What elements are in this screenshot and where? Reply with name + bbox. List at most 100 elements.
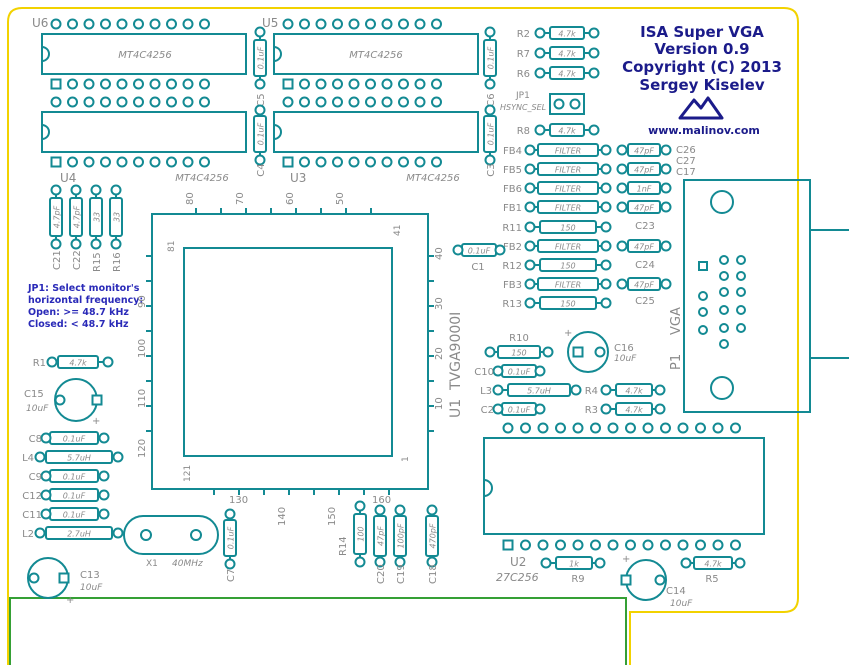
component-value: FILTER: [555, 166, 581, 175]
component-ref: C22: [72, 250, 83, 270]
round-pad: [394, 556, 406, 568]
round-pad: [719, 287, 729, 297]
square-pad: [620, 574, 632, 586]
component-body: [549, 26, 585, 40]
component-value: 100: [357, 526, 366, 541]
round-pad: [199, 156, 210, 168]
round-pad: [40, 470, 52, 482]
round-pad: [374, 556, 386, 568]
round-pad: [98, 470, 110, 482]
round-pad: [50, 238, 62, 250]
round-pad: [642, 422, 654, 434]
capacitor: 470pF: [425, 504, 439, 568]
component-body: [253, 39, 267, 77]
square-pad: [91, 394, 103, 406]
square-pad: [502, 539, 514, 551]
round-pad: [484, 26, 496, 38]
round-pad: [712, 422, 724, 434]
capacitor: 47pF: [373, 504, 387, 568]
component-ref: C13: [80, 570, 100, 581]
round-pad: [431, 156, 442, 168]
round-pad: [40, 489, 52, 501]
component-value: 47pF: [634, 166, 654, 175]
capacitor: 100pF: [393, 504, 407, 568]
round-pad: [332, 78, 343, 90]
round-pad: [182, 18, 194, 30]
component-value: 4.7pF: [53, 205, 62, 228]
round-pad: [348, 96, 360, 108]
round-pad: [100, 156, 111, 168]
round-pad: [83, 18, 95, 30]
round-pad: [524, 221, 536, 233]
round-pad: [588, 124, 600, 136]
component-value: 0.1uF: [487, 46, 496, 69]
component-ref: R10: [509, 333, 529, 344]
board-version: Version 0.9: [654, 40, 749, 58]
component-ref: C18: [428, 564, 439, 584]
round-pad: [607, 539, 619, 551]
round-pad: [365, 78, 376, 90]
round-pad: [534, 124, 546, 136]
round-pad: [116, 78, 128, 90]
component-value: 47pF: [377, 526, 386, 546]
component-value: 0.1uF: [227, 526, 236, 549]
chip-ref: U4: [60, 171, 76, 185]
round-pad: [594, 557, 606, 569]
round-pad: [600, 240, 612, 252]
component-body: [549, 46, 585, 60]
component-value: 4.7k: [625, 406, 643, 415]
round-pad: [46, 356, 58, 368]
round-pad: [492, 384, 504, 396]
round-pad: [524, 201, 536, 213]
round-pad: [736, 305, 746, 315]
round-pad: [534, 27, 546, 39]
chip-notch: [273, 46, 282, 62]
pin-label: 81: [167, 241, 177, 252]
capacitor: 1nF: [616, 181, 672, 195]
component-value: 4.7k: [558, 30, 576, 39]
component-value: 4.7k: [558, 70, 576, 79]
mountain-logo-icon: [678, 96, 724, 120]
component-ref: R5: [705, 574, 718, 585]
component-body: [539, 258, 597, 272]
pin-label: 1: [401, 456, 411, 462]
round-pad: [299, 156, 310, 168]
round-pad: [102, 356, 114, 368]
component-value: 0.1uF: [487, 122, 496, 145]
round-pad: [698, 291, 708, 301]
component-ref: C14: [666, 586, 686, 597]
capacitor: 4.7pF: [49, 184, 63, 250]
round-pad: [133, 156, 144, 168]
component-ref: C21: [52, 250, 63, 270]
round-pad: [374, 504, 386, 516]
round-pad: [736, 255, 746, 265]
crystal-ref: X1: [146, 559, 158, 569]
round-pad: [381, 156, 393, 168]
resistor: 1k: [540, 556, 606, 570]
component-body: [483, 115, 497, 153]
component-body: [627, 200, 661, 214]
dip-u4: U4 MT4C4256: [41, 111, 247, 185]
round-pad: [133, 78, 144, 90]
component-value: 47pF: [634, 147, 654, 156]
round-pad: [600, 297, 612, 309]
component-body: [537, 277, 599, 291]
component-body: [57, 355, 99, 369]
round-pad: [83, 156, 95, 168]
round-pad: [50, 96, 62, 108]
component-value: 0.1uF: [257, 122, 266, 145]
round-pad: [98, 432, 110, 444]
jumper-value: HSYNC_SEL: [500, 103, 546, 112]
round-pad: [570, 384, 582, 396]
component-ref: C1: [471, 262, 484, 273]
chip-value: MT4C4256: [349, 50, 403, 61]
round-pad: [524, 297, 536, 309]
round-pad: [83, 96, 95, 108]
connector-ref: P1: [669, 354, 684, 370]
component-ref: C17: [676, 167, 696, 178]
